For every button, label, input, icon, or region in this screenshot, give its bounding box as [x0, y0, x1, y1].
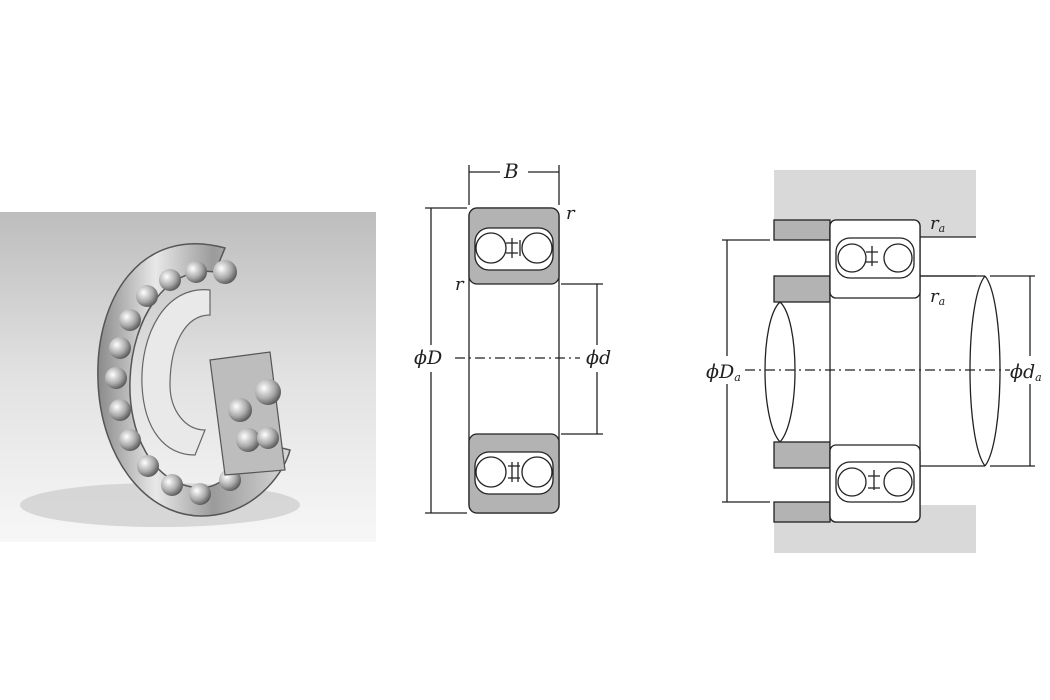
housing-shoulder-bottom	[773, 501, 831, 523]
label-chamfer-inner: r	[455, 274, 465, 295]
ball	[257, 427, 279, 449]
mounted-cage-bottom	[868, 470, 880, 490]
ball	[159, 269, 181, 291]
ball	[119, 429, 141, 451]
shoulder-top	[773, 275, 831, 303]
housing-shoulder-top	[773, 219, 831, 241]
ball	[119, 309, 141, 331]
ball	[137, 455, 159, 477]
shaft-break-right-2	[984, 275, 1001, 467]
mounted-ball-tr	[883, 243, 913, 273]
ball	[255, 379, 281, 405]
ball-bottom-left	[475, 456, 507, 488]
label-housing-diameter: ϕDa	[706, 361, 741, 384]
ball-top-right	[521, 232, 553, 264]
label-shaft-diameter: ϕda	[1010, 361, 1042, 384]
ball	[109, 399, 131, 421]
ball-bottom-right	[521, 456, 553, 488]
label-outer-diameter: ϕD	[414, 347, 442, 369]
ball	[228, 398, 252, 422]
ball	[189, 483, 211, 505]
mounted-ball-br	[883, 467, 913, 497]
ball	[185, 261, 207, 283]
ball	[105, 367, 127, 389]
ball	[161, 474, 183, 496]
mounted-cage-top	[866, 246, 878, 266]
mounted-ball-bl	[837, 467, 867, 497]
ball-row	[105, 260, 241, 505]
cage-bottom	[508, 462, 520, 482]
outer-ring	[97, 243, 291, 517]
bearing-photo	[0, 212, 376, 542]
label-ra-inner: ra	[930, 286, 945, 308]
shaft-break-right	[969, 275, 986, 467]
shoulder-bottom	[773, 441, 831, 469]
bearing-section-drawing	[425, 165, 603, 514]
mounting-drawing	[722, 170, 1035, 553]
shaft-break-left	[764, 301, 781, 443]
label-bore-diameter: ϕd	[586, 347, 611, 369]
ball	[213, 260, 237, 284]
ball	[136, 285, 158, 307]
ball	[109, 337, 131, 359]
label-chamfer-outer: r	[566, 203, 576, 224]
label-ra-outer: ra	[930, 213, 945, 235]
shaft-break-left-2	[779, 301, 796, 443]
inner-ring	[141, 289, 211, 456]
ball-top-left	[475, 232, 507, 264]
label-width: B	[503, 159, 519, 183]
ball	[236, 428, 260, 452]
cage-top	[506, 238, 521, 258]
mounted-ball-tl	[837, 243, 867, 273]
